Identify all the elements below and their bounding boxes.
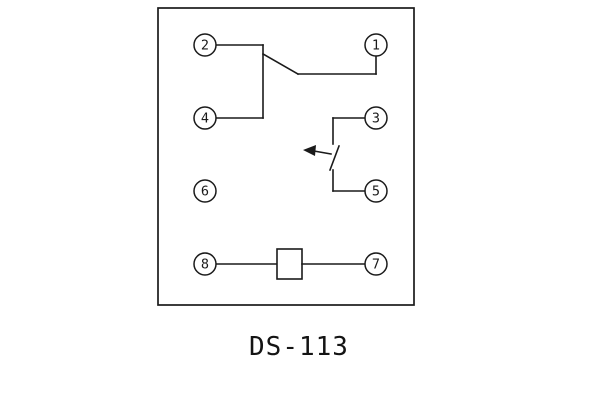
terminal-1-label: 1 — [372, 38, 380, 54]
terminal-6-label: 6 — [201, 184, 209, 200]
terminal-5-label: 5 — [372, 184, 380, 200]
terminal-8-label: 8 — [201, 257, 209, 273]
terminal-8-circle — [193, 252, 217, 276]
terminal-5-circle — [364, 179, 388, 203]
coil-symbol — [276, 248, 303, 280]
terminal-6: 6 — [193, 179, 217, 203]
terminal-3: 3 — [364, 106, 388, 130]
terminal-1: 1 — [364, 33, 388, 57]
switch-blade-top-icon — [261, 52, 300, 76]
terminal-4-label: 4 — [201, 111, 209, 127]
terminal-3-circle — [364, 106, 388, 130]
terminal-4: 4 — [193, 106, 217, 130]
terminal-2: 2 — [193, 33, 217, 57]
actuation-arrow-tail — [313, 150, 332, 155]
terminal-3-label: 3 — [372, 111, 380, 127]
terminal-4-circle — [193, 106, 217, 130]
terminal-7-label: 7 — [372, 257, 380, 273]
terminal-7-circle — [364, 252, 388, 276]
switch-blade-right-icon — [328, 144, 341, 172]
terminal-7: 7 — [364, 252, 388, 276]
terminal-8: 8 — [193, 252, 217, 276]
terminal-2-circle — [193, 33, 217, 57]
terminal-5: 5 — [364, 179, 388, 203]
actuation-arrow-icon — [303, 145, 316, 156]
terminal-1-circle — [364, 33, 388, 57]
terminal-2-label: 2 — [201, 38, 209, 54]
model-label: DS-113 — [249, 332, 349, 362]
terminal-6-circle — [193, 179, 217, 203]
